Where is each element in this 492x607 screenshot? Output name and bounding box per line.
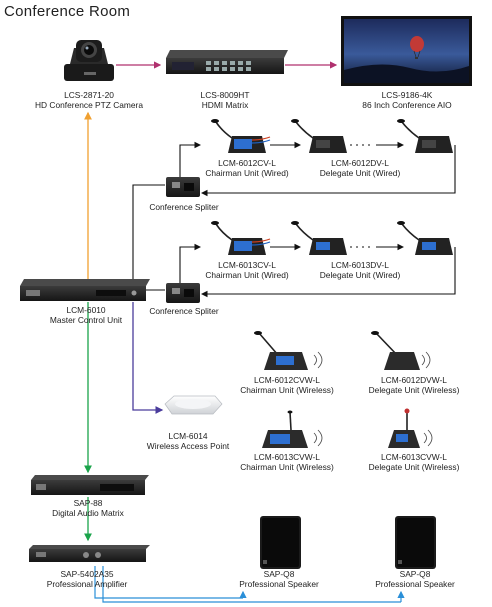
chairman-unit-wired-2-icon: [211, 221, 271, 255]
delegate-wireless-1-model: LCM-6012DVW-L: [381, 375, 447, 385]
delegate-unit-wired-2-icon: [291, 221, 347, 255]
delegate-wireless-1-label: LCM-6012DVW-L Delegate Unit (Wireless): [368, 375, 460, 395]
speaker-2-label: SAP-Q8 Professional Speaker: [375, 569, 455, 589]
delegate-wireless-2-model: LCM-6013CVW-L: [381, 452, 447, 462]
conference-bus: [132, 141, 456, 298]
ptz-camera-icon: [64, 40, 114, 81]
chair-wired-2-desc: Chairman Unit (Wired): [205, 269, 289, 280]
speaker-2-model: SAP-Q8: [399, 569, 431, 579]
matrix-model: LCS-8009HT: [200, 90, 250, 100]
dsp-label: SAP-88 Digital Audio Matrix: [52, 498, 124, 518]
speaker-2-icon: [395, 516, 436, 569]
delegate-unit-wireless-2-icon: [388, 408, 433, 448]
wireless-access-point-icon: [164, 395, 223, 415]
delegate-wireless-1-desc: Delegate Unit (Wireless): [368, 384, 460, 395]
splitter-1-label: Conference Spliter: [149, 202, 219, 213]
speaker-1-icon: [260, 516, 301, 569]
matrix-desc: HDMI Matrix: [201, 99, 249, 110]
conference-splitter-1-icon: [166, 177, 200, 197]
delegate-wired-1-label: LCM-6012DV-L Delegate Unit (Wired): [319, 158, 401, 178]
speaker-1-desc: Professional Speaker: [239, 578, 319, 589]
amp-desc: Professional Amplifier: [46, 578, 128, 589]
camera-desc: HD Conference PTZ Camera: [35, 99, 143, 110]
chair-wireless-2-label: LCM-6013CVW-L Chairman Unit (Wireless): [240, 452, 334, 472]
speaker-2-desc: Professional Speaker: [375, 578, 455, 589]
delegate-wireless-2-desc: Delegate Unit (Wireless): [368, 461, 460, 472]
chairman-unit-wireless-1-icon: [254, 331, 323, 370]
wireless-ap-link: [132, 302, 164, 414]
delegate-wired-1-model: LCM-6012DV-L: [331, 158, 389, 168]
conference-aio-display-icon: [341, 16, 472, 86]
speaker-cables: [94, 566, 405, 603]
delegate-wired-2-model: LCM-6013DV-L: [331, 260, 389, 270]
ap-model: LCM-6014: [168, 431, 208, 441]
delegate-unit-wired-2b-icon: [397, 221, 453, 255]
dsp-desc: Digital Audio Matrix: [52, 507, 124, 518]
chair-wired-2-label: LCM-6013CV-L Chairman Unit (Wired): [205, 260, 289, 280]
digital-audio-matrix-icon: [31, 475, 149, 495]
master-model: LCM-6010: [66, 305, 106, 315]
camera-model: LCS-2871-20: [64, 90, 114, 100]
chair-wireless-2-model: LCM-6013CVW-L: [254, 452, 320, 462]
splitter-2-desc: Conference Spliter: [149, 306, 219, 316]
delegate-unit-wired-1b-icon: [397, 119, 453, 153]
aio-model: LCS-9186-4K: [381, 90, 433, 100]
chair-wireless-1-desc: Chairman Unit (Wireless): [240, 384, 334, 395]
delegate-unit-wired-1-icon: [291, 119, 347, 153]
master-label: LCM-6010 Master Control Unit: [49, 305, 123, 325]
speaker-1-label: SAP-Q8 Professional Speaker: [239, 569, 319, 589]
splitter-1-desc: Conference Spliter: [149, 202, 219, 212]
splitter-2-label: Conference Spliter: [149, 306, 219, 317]
chair-wired-1-desc: Chairman Unit (Wired): [205, 167, 289, 178]
dsp-model: SAP-88: [73, 498, 103, 508]
chair-wired-1-label: LCM-6012CV-L Chairman Unit (Wired): [205, 158, 289, 178]
camera-label: LCS-2871-20 HD Conference PTZ Camera: [35, 90, 143, 110]
chair-wired-1-model: LCM-6012CV-L: [218, 158, 276, 168]
master-control-unit-icon: [20, 279, 150, 301]
delegate-unit-wireless-1-icon: [371, 331, 431, 370]
aio-desc: 86 Inch Conference AIO: [362, 99, 452, 110]
chair-wired-2-model: LCM-6013CV-L: [218, 260, 276, 270]
delegate-wired-2-desc: Delegate Unit (Wired): [319, 269, 401, 280]
page-title: Conference Room: [4, 3, 131, 20]
conference-splitter-2-icon: [166, 283, 200, 303]
chairman-unit-wireless-2-icon: [262, 410, 323, 448]
aio-label: LCS-9186-4K 86 Inch Conference AIO: [362, 90, 452, 110]
delegate-wireless-2-label: LCM-6013CVW-L Delegate Unit (Wireless): [368, 452, 460, 472]
ap-label: LCM-6014 Wireless Access Point: [146, 431, 230, 451]
delegate-wired-1-desc: Delegate Unit (Wired): [319, 167, 401, 178]
master-desc: Master Control Unit: [49, 314, 123, 325]
delegate-wired-2-label: LCM-6013DV-L Delegate Unit (Wired): [319, 260, 401, 280]
chair-wireless-1-model: LCM-6012CVW-L: [254, 375, 320, 385]
matrix-label: LCS-8009HT HDMI Matrix: [200, 90, 250, 110]
chair-wireless-2-desc: Chairman Unit (Wireless): [240, 461, 334, 472]
amp-model: SAP-5402A35: [60, 569, 114, 579]
professional-amplifier-icon: [29, 545, 150, 562]
chairman-unit-wired-1-icon: [211, 119, 271, 153]
amp-label: SAP-5402A35 Professional Amplifier: [46, 569, 128, 589]
hdmi-matrix-icon: [166, 50, 288, 74]
chair-wireless-1-label: LCM-6012CVW-L Chairman Unit (Wireless): [240, 375, 334, 395]
ap-desc: Wireless Access Point: [146, 440, 230, 451]
speaker-1-model: SAP-Q8: [263, 569, 295, 579]
